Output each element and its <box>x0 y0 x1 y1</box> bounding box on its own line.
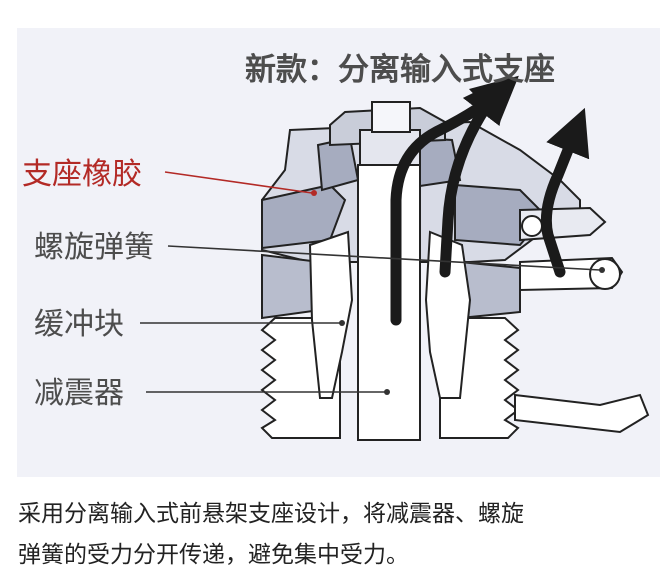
top-nut <box>329 101 446 169</box>
coil-spring-leader <box>167 245 601 271</box>
diagram-title: 新款：分离输入式支座 <box>245 52 555 88</box>
caption-line-2: 弹簧的受力分开传递，避免集中受力。 <box>18 542 409 568</box>
spring-force-arrow <box>439 75 510 278</box>
caption-line-1: 采用分离输入式前悬架支座设计，将减震器、螺旋 <box>18 501 524 527</box>
mount-force-arrow <box>540 107 590 278</box>
caption: 采用分离输入式前悬架支座设计，将减震器、螺旋 弹簧的受力分开传递，避免集中受力。 <box>18 494 648 576</box>
mount-rubber-leader <box>164 171 313 194</box>
leader-lines <box>140 171 605 395</box>
label-mount-rubber: 支座橡胶 <box>22 157 142 192</box>
label-shock-absorber: 减震器 <box>34 376 124 411</box>
lower-arm <box>514 256 650 434</box>
force-arrows <box>390 75 590 326</box>
label-coil-spring: 螺旋弹簧 <box>34 230 154 265</box>
label-bump-stop: 缓冲块 <box>34 307 124 342</box>
